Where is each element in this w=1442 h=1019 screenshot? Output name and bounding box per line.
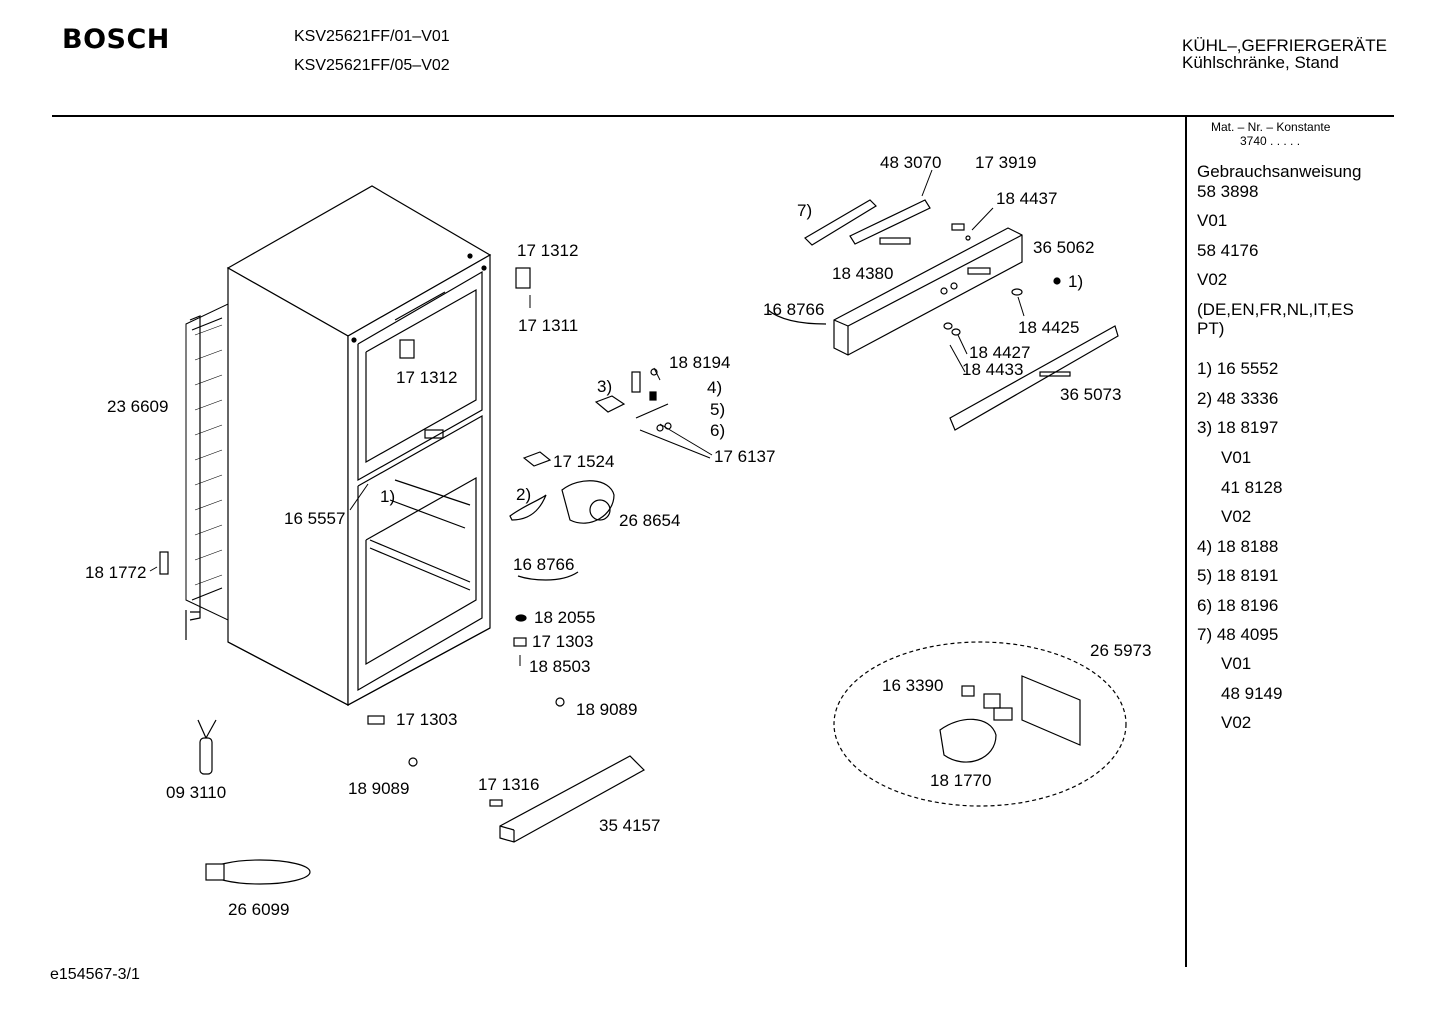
list-item: 48 9149 [1221,684,1283,703]
model-number-2: KSV25621FF/05–V02 [294,57,450,74]
part-label: 18 8503 [529,657,591,676]
part-label: 23 6609 [107,397,169,416]
list-item: 7) 48 4095 [1197,625,1279,644]
cable [517,309,827,581]
part-label: 18 9089 [348,779,410,798]
part-label: 17 1303 [396,710,458,729]
list-item: V01 [1197,211,1228,230]
control-housing [833,227,1023,356]
part-label: 18 2055 [534,608,596,627]
part-label: 26 8654 [619,511,681,530]
list-item: 58 4176 [1197,241,1259,260]
sidebar-divider [1185,117,1187,967]
part-label: 17 1524 [553,452,615,471]
part-label: 18 1772 [85,563,147,582]
category-subtitle: Kühlschränke, Stand [1182,53,1339,72]
list-item: 41 8128 [1221,478,1283,497]
part-label: 18 4425 [1018,318,1080,337]
part-label: 2) [516,485,532,504]
part-label: 18 4437 [996,189,1058,208]
condenser-coils [194,324,223,586]
list-item: 4) 18 8188 [1197,537,1279,556]
exploded-parts-diagram [149,169,1127,885]
brand-logo: BOSCH [62,24,170,55]
part-label: 18 4433 [962,360,1024,379]
misc-parts [197,451,615,807]
cover-strip [949,325,1119,431]
list-item: V02 [1197,270,1228,289]
part-label: 26 6099 [228,900,290,919]
part-label: 7) [797,201,813,220]
part-label: 09 3110 [166,783,227,802]
lamp-assembly [833,641,1127,807]
part-label: 17 1316 [478,775,540,794]
part-label: 6) [710,421,726,440]
list-item: V01 [1221,654,1252,673]
model-number-1: KSV25621FF/01–V01 [294,28,450,45]
part-label: 26 5973 [1090,641,1152,660]
part-label: 16 3390 [882,676,944,695]
list-item: (DE,EN,FR,NL,IT,ES [1197,300,1354,319]
constant-label: Mat. – Nr. – Konstante [1211,120,1331,134]
category-title: KÜHL–,GEFRIERGERÄTE [1182,36,1387,55]
part-label: 5) [710,400,726,419]
power-cord [205,859,311,885]
list-item: Gebrauchsanweisung [1197,162,1362,181]
part-label: 17 6137 [714,447,776,466]
kick-plate [499,755,645,843]
part-label: 17 3919 [975,153,1037,172]
part-label: 1) [1068,272,1084,291]
list-item: V02 [1221,507,1252,526]
part-label: 4) [707,378,723,397]
part-label: 36 5062 [1033,238,1095,257]
part-label: 48 3070 [880,153,942,172]
list-item: V02 [1221,713,1252,732]
list-item: 6) 18 8196 [1197,596,1279,615]
list-item: 3) 18 8197 [1197,418,1279,437]
list-item: 5) 18 8191 [1197,566,1279,585]
part-label: 18 9089 [576,700,638,719]
header-divider [52,115,1394,117]
list-item: 58 3898 [1197,182,1259,201]
fridge-cabinet [226,185,492,707]
part-label: 3) [597,377,613,396]
part-label: 35 4157 [599,816,661,835]
list-item: V01 [1221,448,1252,467]
part-label: 16 5557 [284,509,346,528]
part-label: 16 8766 [513,555,575,574]
condenser-grille [185,303,229,640]
part-label: 17 1303 [532,632,594,651]
part-label: 17 1312 [396,368,458,387]
constant-value: 3740 . . . . . [1240,134,1301,148]
part-label: 18 4380 [832,264,894,283]
part-label: 17 1312 [517,241,579,260]
part-label: 36 5073 [1060,385,1122,404]
part-label: 1) [380,487,396,506]
part-label: 18 4427 [969,343,1031,362]
part-label: 18 1770 [930,771,992,790]
hinge [159,267,531,575]
part-label: 18 8194 [669,353,731,372]
list-item: PT) [1197,319,1225,338]
electronic-module [804,199,931,246]
hinge-set [594,368,672,432]
part-label: 17 1311 [518,316,579,335]
part-label: 16 8766 [763,300,825,319]
list-item: 2) 48 3336 [1197,389,1279,408]
small-parts [943,223,1061,336]
list-item: 1) 16 5552 [1197,359,1279,378]
document-id: e154567-3/1 [50,966,140,983]
